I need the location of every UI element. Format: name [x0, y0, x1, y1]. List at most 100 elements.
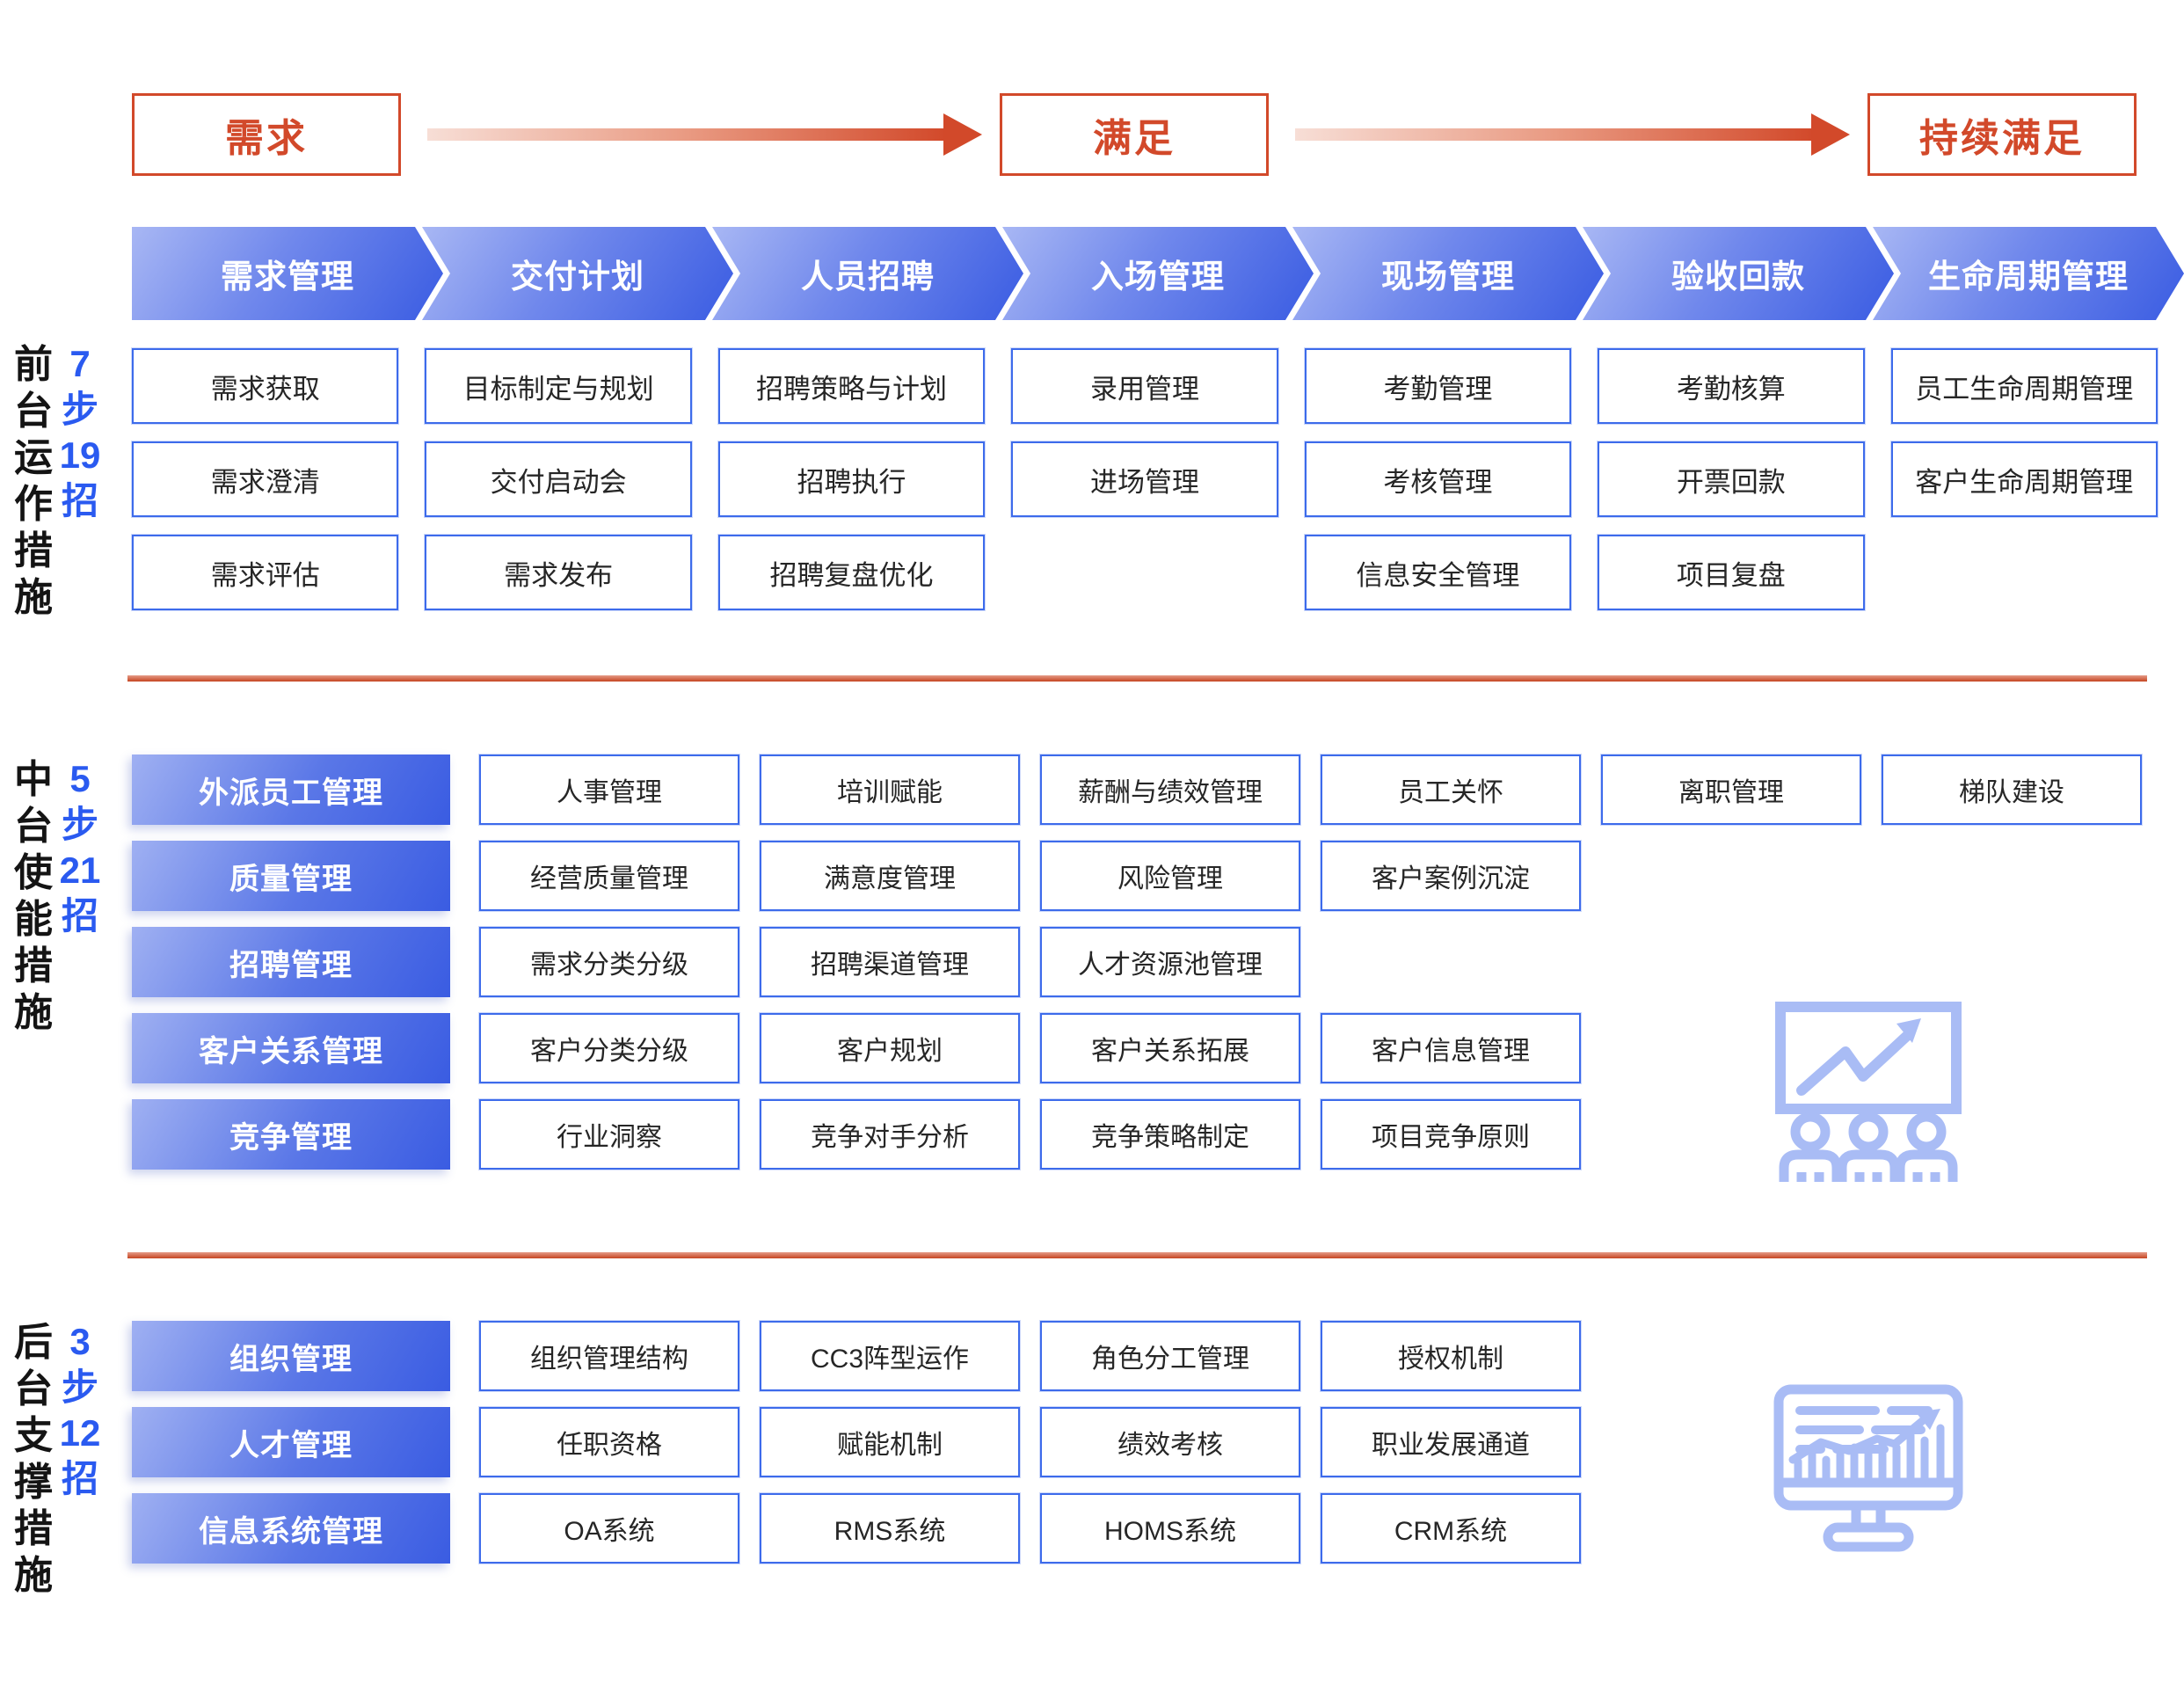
measure-box: 录用管理 [1011, 348, 1278, 424]
measure-box: 竞争策略制定 [1040, 1099, 1300, 1170]
measure-box: 需求获取 [132, 348, 399, 424]
category-pill: 外派员工管理 [132, 755, 450, 825]
front-measures-grid: 需求获取需求澄清需求评估目标制定与规划交付启动会需求发布招聘策略与计划招聘执行招… [132, 348, 2184, 628]
flow-arrow-shaft [427, 128, 947, 141]
category-row: 外派员工管理人事管理培训赋能薪酬与绩效管理员工关怀离职管理梯队建设 [132, 755, 2184, 825]
measure-box: 满意度管理 [760, 841, 1020, 911]
measure-box: 员工生命周期管理 [1890, 348, 2158, 424]
process-step-chevron: 人员招聘 [712, 227, 1023, 320]
measure-box: CC3阵型运作 [760, 1321, 1020, 1391]
measure-box: 招聘渠道管理 [760, 927, 1020, 997]
back-measures-rows: 组织管理组织管理结构 CC3阵型运作角色分工管理授权机制人才管理任职资格赋能机制绩… [132, 1321, 2184, 1579]
category-pill: 人才管理 [132, 1407, 450, 1477]
measure-box: 招聘策略与计划 [717, 348, 986, 424]
category-row: 客户关系管理客户分类分级客户规划客户关系拓展客户信息管理 [132, 1013, 2184, 1083]
front-step-column: 录用管理进场管理 [1011, 348, 1304, 628]
front-step-column: 考勤管理考核管理信息安全管理 [1304, 348, 1598, 628]
category-row: 竞争管理行业洞察竞争对手分析竞争策略制定项目竞争原则 [132, 1099, 2184, 1170]
measure-box: 考勤管理 [1304, 348, 1572, 424]
measure-box: HOMS系统 [1040, 1493, 1300, 1564]
category-pill: 客户关系管理 [132, 1013, 450, 1083]
front-step-column: 目标制定与规划交付启动会需求发布 [425, 348, 717, 628]
measure-box: 交付启动会 [425, 441, 692, 517]
category-pill: 竞争管理 [132, 1099, 450, 1170]
measure-box: 信息安全管理 [1304, 535, 1572, 610]
measure-box: 行业洞察 [479, 1099, 739, 1170]
demand-flow: 需求 满足 持续满足 [132, 93, 2137, 176]
measure-box: RMS系统 [760, 1493, 1020, 1564]
category-pill: 质量管理 [132, 841, 450, 911]
section-divider [127, 675, 2147, 682]
measure-box: 人才资源池管理 [1040, 927, 1300, 997]
flow-arrow [424, 93, 982, 176]
category-row: 组织管理组织管理结构 CC3阵型运作角色分工管理授权机制 [132, 1321, 2184, 1391]
measure-box: 招聘执行 [717, 441, 986, 517]
measure-box: 经营质量管理 [479, 841, 739, 911]
measure-box: 梯队建设 [1882, 755, 2142, 825]
process-step-chevron: 验收回款 [1583, 227, 1894, 320]
measure-box: 客户信息管理 [1321, 1013, 1581, 1083]
measure-box: 培训赋能 [760, 755, 1020, 825]
category-row: 信息系统管理 OA系统 RMS系统 HOMS系统 CRM系统 [132, 1493, 2184, 1564]
section-divider [127, 1252, 2147, 1258]
measure-box: 授权机制 [1321, 1321, 1581, 1391]
flow-arrow-head [943, 113, 982, 156]
rail-title: 中台使能措施 [14, 758, 53, 1034]
flow-stage-box: 需求 [132, 93, 401, 176]
measure-box: 项目竞争原则 [1321, 1099, 1581, 1170]
measure-box: 招聘复盘优化 [717, 535, 986, 610]
front-step-column: 招聘策略与计划招聘执行招聘复盘优化 [717, 348, 1011, 628]
measure-box: 人事管理 [479, 755, 739, 825]
process-step-chevron: 需求管理 [132, 227, 443, 320]
measure-box: CRM系统 [1321, 1493, 1581, 1564]
measure-box: 客户生命周期管理 [1890, 441, 2158, 517]
measure-box: 目标制定与规划 [425, 348, 692, 424]
measure-box: 客户规划 [760, 1013, 1020, 1083]
front-step-column: 员工生命周期管理客户生命周期管理 [1890, 348, 2184, 628]
rail-title: 后台支撑措施 [14, 1321, 53, 1597]
category-pill: 组织管理 [132, 1321, 450, 1391]
measure-box: 薪酬与绩效管理 [1040, 755, 1300, 825]
category-pill: 信息系统管理 [132, 1493, 450, 1564]
front-step-column: 考勤核算开票回款项目复盘 [1598, 348, 1890, 628]
measure-box: 考核管理 [1304, 441, 1572, 517]
category-row: 人才管理任职资格赋能机制绩效考核职业发展通道 [132, 1407, 2184, 1477]
measure-box: 绩效考核 [1040, 1407, 1300, 1477]
presentation-growth-team-icon [1772, 999, 1965, 1192]
front-step-column: 需求获取需求澄清需求评估 [132, 348, 425, 628]
process-step-chevron: 入场管理 [1002, 227, 1314, 320]
measure-box: OA系统 [479, 1493, 739, 1564]
measure-box: 离职管理 [1601, 755, 1861, 825]
middle-measures-rows: 外派员工管理人事管理培训赋能薪酬与绩效管理员工关怀离职管理梯队建设质量管理经营质… [132, 755, 2184, 1185]
flow-stage-box: 满足 [1000, 93, 1269, 176]
category-pill: 招聘管理 [132, 927, 450, 997]
measure-box: 需求评估 [132, 535, 399, 610]
measure-box: 员工关怀 [1321, 755, 1581, 825]
measure-box: 职业发展通道 [1321, 1407, 1581, 1477]
measure-box: 需求澄清 [132, 441, 399, 517]
measure-box: 开票回款 [1598, 441, 1865, 517]
measure-box: 角色分工管理 [1040, 1321, 1300, 1391]
measure-box: 风险管理 [1040, 841, 1300, 911]
measure-box: 任职资格 [479, 1407, 739, 1477]
measure-box: 组织管理结构 [479, 1321, 739, 1391]
measure-box: 客户关系拓展 [1040, 1013, 1300, 1083]
process-step-chevron: 现场管理 [1292, 227, 1604, 320]
category-row: 招聘管理需求分类分级招聘渠道管理人才资源池管理 [132, 927, 2184, 997]
process-step-chevron: 交付计划 [422, 227, 733, 320]
measure-box: 客户案例沉淀 [1321, 841, 1581, 911]
category-row: 质量管理经营质量管理满意度管理风险管理客户案例沉淀 [132, 841, 2184, 911]
monitor-analytics-icon [1772, 1384, 1965, 1578]
rail-title: 前台运作措施 [14, 343, 53, 619]
measure-box: 进场管理 [1011, 441, 1278, 517]
measure-box: 项目复盘 [1598, 535, 1865, 610]
measure-box: 竞争对手分析 [760, 1099, 1020, 1170]
measure-box: 客户分类分级 [479, 1013, 739, 1083]
